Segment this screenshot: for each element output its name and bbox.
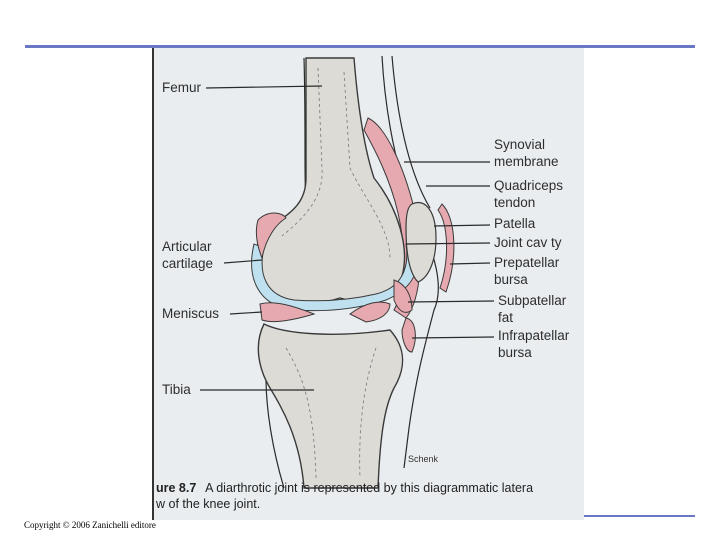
caption-line1-text: A diarthrotic joint is represented by th… (205, 481, 533, 495)
meniscus-right-shape (349, 301, 391, 323)
leader-meniscus (229, 311, 263, 315)
leader-patella (433, 224, 491, 227)
caption-line2: w of the knee joint. (155, 497, 260, 511)
label-joint-cavity: Joint cav ty (494, 235, 562, 250)
label-subpatellar-fat-line2: fat (498, 310, 513, 325)
label-infrapatellar-bursa-line1: Infrapatellar (498, 328, 570, 343)
leader-infrapatellar-bursa (411, 336, 495, 339)
knee-joint-figure: Femur Articular cartilage Meniscus Tibia… (152, 48, 584, 520)
leader-femur (205, 85, 323, 89)
label-articular-cartilage-line1: Articular (162, 239, 212, 254)
top-rule (25, 45, 695, 48)
label-prepatellar-bursa-line2: bursa (494, 272, 528, 287)
patella-shape (405, 202, 437, 283)
label-meniscus: Meniscus (162, 306, 219, 321)
meniscus-left-shape (259, 302, 316, 323)
leader-subpatellar-fat (407, 300, 495, 303)
infrapatellar-bursa-shape (401, 317, 416, 353)
leader-prepatellar-bursa (449, 262, 491, 265)
label-articular-cartilage-line2: cartilage (162, 256, 213, 271)
tibia-inner-line (285, 347, 377, 479)
label-quadriceps-tendon-line1: Quadriceps (494, 178, 563, 193)
label-prepatellar-bursa-line1: Prepatellar (494, 255, 560, 270)
tibia-shape (257, 323, 404, 489)
label-subpatellar-fat-line1: Subpatellar (498, 293, 567, 308)
skin-outline-front (381, 55, 439, 469)
artist-signature: Schenk (408, 454, 439, 464)
leader-articular-cartilage (223, 259, 263, 264)
knee-joint-diagram: Femur Articular cartilage Meniscus Tibia… (155, 55, 570, 511)
label-synovial-membrane-line2: membrane (494, 154, 559, 169)
leader-joint-cavity (405, 242, 491, 245)
prepatellar-bursa-shape (437, 203, 455, 293)
copyright-notice: Copyright © 2006 Zanichelli editore (24, 520, 156, 530)
label-synovial-membrane-line1: Synovial (494, 137, 545, 152)
subpatellar-fat-shape (393, 279, 413, 313)
label-patella: Patella (494, 216, 536, 231)
caption-line1: ure 8.7 A diarthrotic joint is represent… (156, 481, 533, 495)
label-infrapatellar-bursa-line2: bursa (498, 345, 532, 360)
femur-shape (253, 57, 406, 307)
bottom-rule (582, 515, 695, 517)
label-femur: Femur (162, 80, 202, 95)
articular-cartilage-shape (255, 212, 287, 260)
caption-figure-number: ure 8.7 (156, 481, 196, 495)
tendon-line (391, 55, 431, 209)
label-tibia: Tibia (162, 382, 191, 397)
label-quadriceps-tendon-line2: tendon (494, 195, 535, 210)
